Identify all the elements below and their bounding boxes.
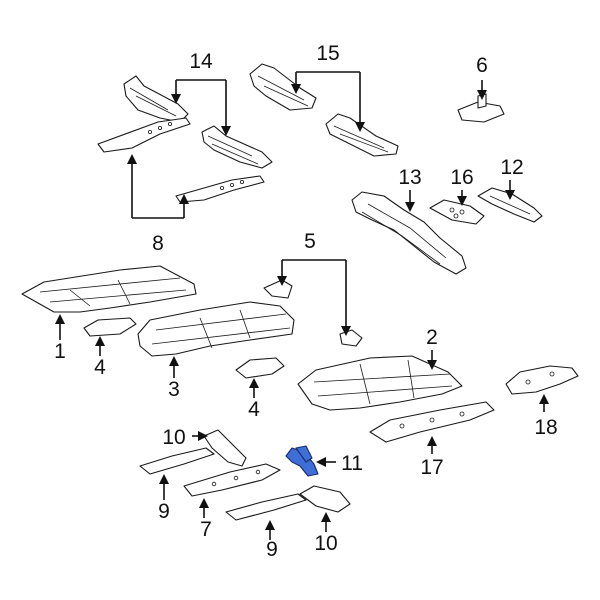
callout-1: 1 bbox=[54, 340, 66, 363]
part-15-upper bbox=[249, 63, 317, 111]
part-18 bbox=[505, 365, 579, 395]
part-5-lower bbox=[339, 329, 363, 347]
part-3 bbox=[137, 301, 295, 357]
callout-8: 8 bbox=[152, 232, 164, 255]
part-10-upper bbox=[203, 429, 247, 467]
callout-4-lower: 4 bbox=[248, 398, 260, 421]
callout-14: 14 bbox=[189, 50, 213, 73]
part-6 bbox=[457, 93, 505, 123]
callout-13: 13 bbox=[398, 166, 421, 189]
part-15-lower bbox=[325, 113, 399, 157]
part-13 bbox=[351, 191, 467, 275]
callout-9-upper: 9 bbox=[158, 500, 170, 523]
leader-lines bbox=[55, 71, 549, 540]
callout-11: 11 bbox=[341, 452, 363, 475]
part-4-upper bbox=[83, 317, 137, 337]
part-8-upper bbox=[97, 117, 191, 153]
callout-5: 5 bbox=[304, 230, 316, 253]
callout-9-lower: 9 bbox=[266, 538, 278, 561]
part-10-lower bbox=[299, 485, 351, 513]
callout-7: 7 bbox=[200, 518, 212, 541]
callout-17: 17 bbox=[420, 456, 443, 479]
part-9-upper bbox=[139, 447, 215, 475]
part-16 bbox=[429, 199, 485, 225]
part-17 bbox=[369, 401, 495, 443]
part-1 bbox=[21, 265, 197, 313]
callout-labels: 14 15 6 13 16 12 8 5 2 1 4 3 4 18 10 11 … bbox=[54, 42, 558, 561]
callout-16: 16 bbox=[450, 166, 473, 189]
callout-18: 18 bbox=[534, 416, 557, 439]
part-7 bbox=[183, 463, 281, 497]
callout-15: 15 bbox=[316, 42, 339, 65]
callout-2: 2 bbox=[426, 326, 438, 349]
callout-12: 12 bbox=[500, 156, 523, 179]
part-12 bbox=[477, 187, 543, 223]
part-8-lower bbox=[175, 175, 265, 203]
callout-10-lower: 10 bbox=[314, 532, 337, 555]
part-5-upper bbox=[263, 279, 293, 299]
part-2 bbox=[297, 355, 463, 411]
callout-6: 6 bbox=[476, 54, 488, 77]
part-11-highlighted[interactable] bbox=[285, 445, 319, 477]
part-9-lower bbox=[225, 493, 307, 521]
callout-10-upper: 10 bbox=[162, 426, 185, 449]
part-4-lower bbox=[235, 357, 285, 379]
part-14-lower bbox=[201, 125, 273, 169]
callout-4-upper: 4 bbox=[94, 356, 106, 379]
callout-3: 3 bbox=[168, 378, 180, 401]
